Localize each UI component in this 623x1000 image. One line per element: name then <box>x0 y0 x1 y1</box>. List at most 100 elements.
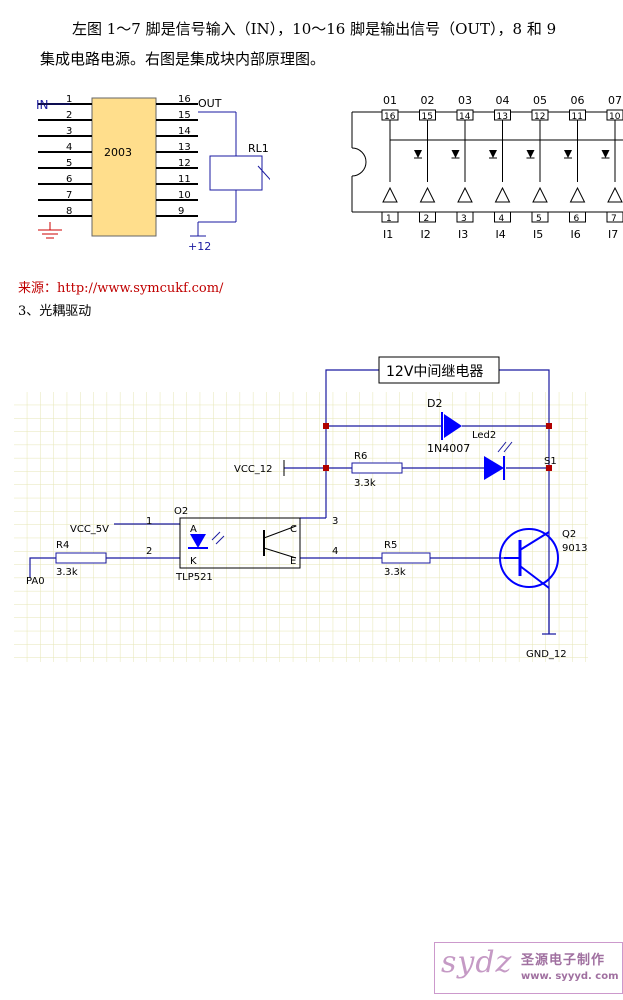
internal-top-pin-1: 15 <box>422 112 433 122</box>
optocoupler-schematic: 12V中间继电器 D2 1N4007 Led2 S1 R6 3.3k VCC_1… <box>14 356 588 662</box>
q2-label: Q2 <box>562 529 576 540</box>
internal-top-pin-4: 12 <box>534 112 545 122</box>
o2-label: O2 <box>174 506 188 517</box>
chip-left-pin-1: 1 <box>66 94 72 105</box>
chip-left-pin-4: 4 <box>66 142 72 153</box>
internal-bottom-pin-0: 1 <box>386 214 392 224</box>
internal-buffer-icon <box>382 186 398 203</box>
internal-top-pin-2: 14 <box>459 112 471 122</box>
pin-2: 2 <box>146 546 152 557</box>
pin-3: 3 <box>332 516 338 527</box>
internal-bottom-pin-2: 3 <box>461 214 467 224</box>
internal-top-pin-5: 11 <box>572 112 583 122</box>
internal-bottom-label-2: I3 <box>458 228 468 241</box>
chip-left-pin-5: 5 <box>66 158 72 169</box>
watermark-name: 圣源电子制作 <box>521 953 606 968</box>
internal-top-label-0: 01 <box>383 94 397 107</box>
pin-e-label: E <box>290 556 296 567</box>
pin-k-label: K <box>190 556 197 567</box>
chip-left-pin-2: 2 <box>66 110 72 121</box>
d2-diode-symbol <box>444 414 462 438</box>
chip-right-pin-14: 14 <box>178 126 191 137</box>
internal-bottom-pin-4: 5 <box>536 214 542 224</box>
internal-structure-diagram: 01161I102152I203143I304134I405125I506116… <box>351 94 623 241</box>
r4-value: 3.3k <box>56 567 78 578</box>
watermark-badge: sydz 圣源电子制作 www. syyyd. com <box>434 942 623 994</box>
internal-bottom-label-1: I2 <box>421 228 431 241</box>
vcc5-label: VCC_5V <box>70 524 109 535</box>
internal-bottom-pin-1: 2 <box>424 214 430 224</box>
internal-buffer-icon <box>532 186 548 203</box>
q2-part: 9013 <box>562 543 587 554</box>
internal-diode-icon <box>601 150 610 158</box>
s1-label: S1 <box>544 456 557 467</box>
internal-bottom-pin-6: 7 <box>611 214 617 224</box>
internal-top-label-1: 02 <box>421 94 435 107</box>
opto-led-symbol <box>190 534 206 548</box>
paragraph-line-2: 集成电路电源。右图是集成块内部原理图。 <box>40 50 326 68</box>
internal-bottom-pin-box <box>569 211 586 223</box>
d2-label: D2 <box>427 397 442 410</box>
chip-right-pin-11: 11 <box>178 174 191 185</box>
led2-label: Led2 <box>472 430 496 441</box>
internal-bottom-pin-box <box>531 211 549 223</box>
supply-label: +12 <box>188 240 211 253</box>
internal-diode-icon <box>526 150 535 158</box>
internal-top-label-4: 05 <box>533 94 547 107</box>
internal-bottom-pin-box <box>494 211 511 223</box>
relay-coil <box>209 155 263 191</box>
internal-bottom-label-5: I6 <box>571 228 581 241</box>
opto-part: TLP521 <box>175 572 213 583</box>
internal-bottom-pin-box <box>419 211 436 223</box>
source-line: 来源：http://www.symcukf.com/ <box>18 277 223 296</box>
watermark-site: www. syyyd. com <box>521 971 619 982</box>
internal-bottom-pin-5: 6 <box>574 214 580 224</box>
relay-box-label: 12V中间继电器 <box>386 364 483 380</box>
chip-part: 2003 <box>104 146 132 159</box>
internal-bottom-label-3: I4 <box>496 228 506 241</box>
internal-top-label-3: 04 <box>496 94 510 107</box>
chip-left-pin-7: 7 <box>66 190 72 201</box>
internal-diode-icon <box>451 150 460 158</box>
chip-right-pin-15: 15 <box>178 110 191 121</box>
chip-right-pin-13: 13 <box>178 142 191 153</box>
pa0-label: PA0 <box>26 576 45 587</box>
watermark-logo: sydz <box>441 945 513 980</box>
internal-bottom-pin-box <box>606 211 623 223</box>
internal-buffer-icon <box>607 186 623 203</box>
internal-diode-icon <box>489 150 497 158</box>
internal-top-pin-0: 16 <box>384 112 396 122</box>
chip-right-pin-16: 16 <box>178 94 191 105</box>
r6-resistor <box>351 462 403 474</box>
internal-diode-icon <box>564 150 572 158</box>
internal-bottom-pin-box <box>456 211 474 223</box>
chip-left-pin-8: 8 <box>66 206 72 217</box>
d2-part: 1N4007 <box>427 442 470 455</box>
internal-bottom-label-0: I1 <box>383 228 393 241</box>
source-url[interactable]: http://www.symcukf.com/ <box>57 281 224 296</box>
vcc12-label: VCC_12 <box>234 464 273 475</box>
section-heading: 3、光耦驱动 <box>18 304 92 319</box>
internal-bottom-label-6: I7 <box>608 228 618 241</box>
optocoupler-body <box>179 517 301 569</box>
source-label: 来源： <box>18 281 58 296</box>
chip-body <box>91 97 157 237</box>
chip-right-pin-12: 12 <box>178 158 191 169</box>
r6-label: R6 <box>354 451 367 462</box>
r6-value: 3.3k <box>354 478 376 489</box>
pin-4: 4 <box>332 546 338 557</box>
r5-label: R5 <box>384 540 397 551</box>
internal-bottom-label-4: I5 <box>533 228 543 241</box>
internal-buffer-icon <box>494 186 511 203</box>
internal-bottom-pin-3: 4 <box>499 214 505 224</box>
relay-label: RL1 <box>248 142 269 155</box>
pin-a-label: A <box>190 524 197 535</box>
internal-top-pin-3: 13 <box>497 112 508 122</box>
out-label: OUT <box>198 97 222 110</box>
paragraph-line-1: 左图 1～7 脚是信号输入（IN），10～16 脚是输出信号（OUT），8 和 … <box>72 20 557 38</box>
gnd-label: GND_12 <box>526 649 567 660</box>
led2-symbol <box>484 456 504 480</box>
chip-left-pin-6: 6 <box>66 174 72 185</box>
r5-resistor <box>381 552 431 564</box>
chip-left-pin-3: 3 <box>66 126 72 137</box>
